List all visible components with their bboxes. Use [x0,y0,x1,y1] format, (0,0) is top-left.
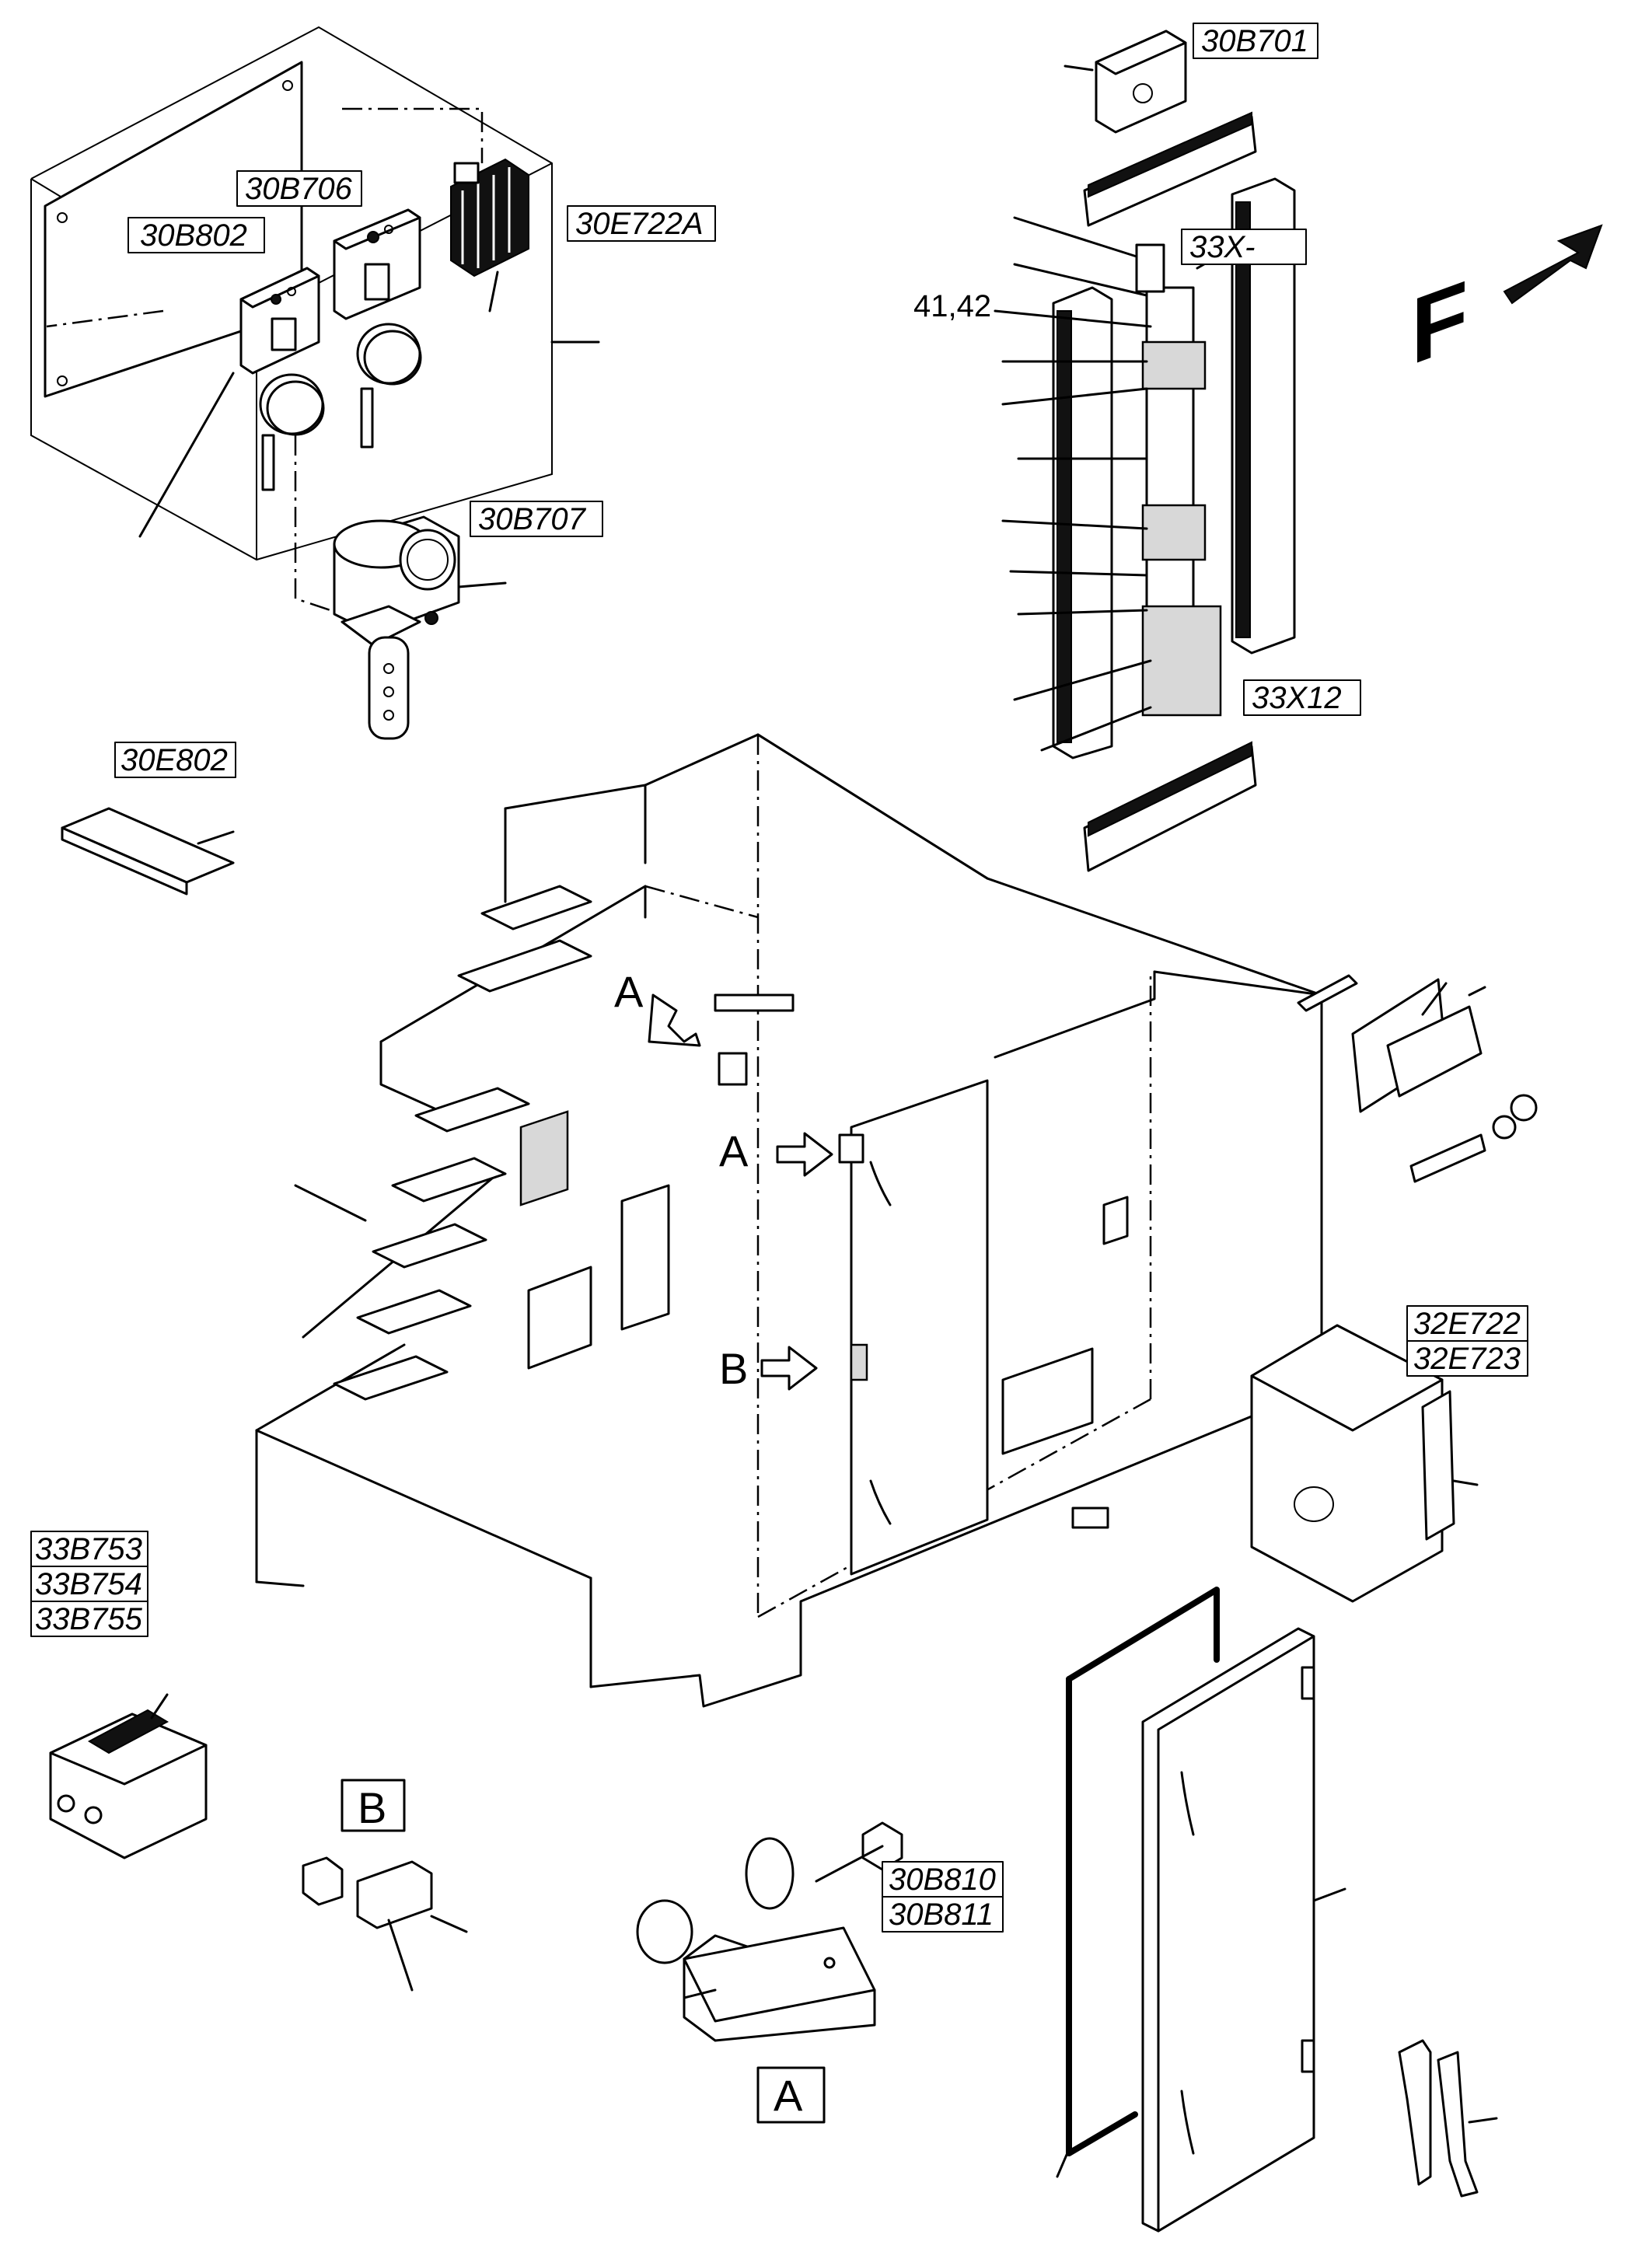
label-30e802: 30E802 [120,743,228,777]
label-33x-minus: 33X- [1189,230,1256,264]
label-32e722: 32E722 [1413,1307,1521,1341]
label-30b701: 30B701 [1201,24,1308,58]
main-cabinet: A A B [255,733,1323,1708]
arrow-label-a-top: A [614,967,644,1016]
direction-indicator: F [1411,224,1603,386]
switch-box-33b753 [49,1693,208,1859]
label-30b706: 30B706 [245,172,353,206]
label-30e722a: 30E722A [575,207,704,241]
fan-unit-32e722 [1250,1324,1479,1603]
label-32e723: 32E723 [1413,1342,1521,1376]
label-30b811: 30B811 [889,1898,994,1932]
detail-b: B [302,1779,468,1992]
door-assembly [1056,1587,1346,2233]
lamp-parts [1297,974,1538,1183]
label-boxes: 30B701 30B706 30B802 30E722A 30B707 33X-… [30,23,1528,1933]
direction-letter: F [1411,260,1468,385]
detail-a-letter: A [774,2071,803,2120]
terminal-strip-assembly [994,30,1296,872]
arrow-label-a-door: A [719,1126,749,1175]
light-strip-30e802 [61,807,235,896]
label-33b755: 33B755 [35,1602,143,1636]
thermostat-housing-assembly [30,26,600,740]
label-41-42: 41,42 [913,289,991,323]
label-30b707: 30B707 [478,502,587,536]
label-33b753: 33B753 [35,1532,142,1566]
label-33x12: 33X12 [1252,681,1342,715]
label-33b754: 33B754 [35,1567,142,1601]
door-handle [1398,2039,1498,2198]
label-30b802: 30B802 [140,218,247,253]
detail-b-letter: B [358,1783,386,1832]
detail-a-switch-30b810: A [636,1821,903,2124]
arrow-label-b-door: B [719,1344,748,1393]
label-30b810: 30B810 [889,1863,996,1897]
